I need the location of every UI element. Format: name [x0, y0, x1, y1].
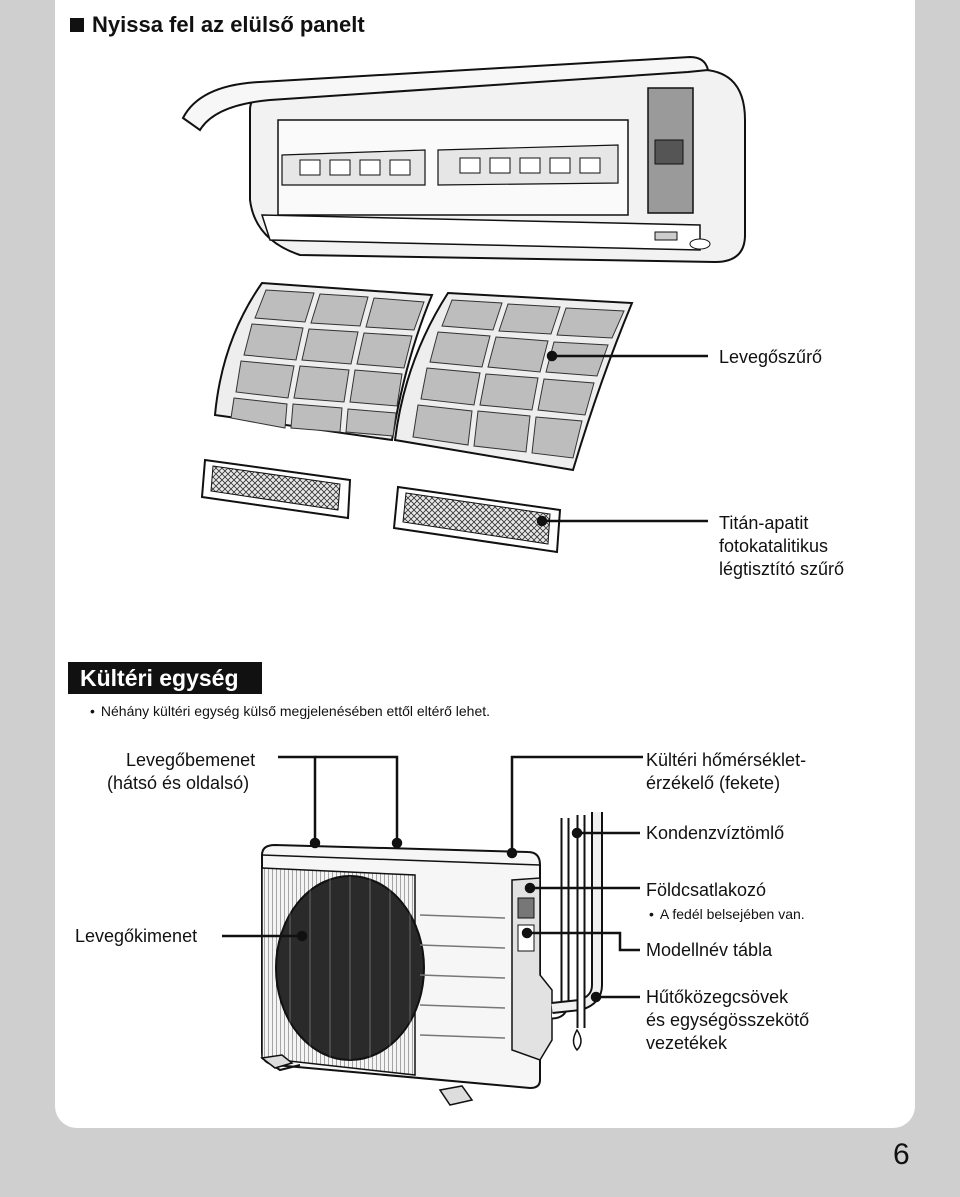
label-drain-hose: Kondenzvíztömlő [646, 822, 784, 845]
bullet-icon: • [90, 703, 95, 719]
label-air-inlet-2: (hátsó és oldalsó) [107, 772, 249, 795]
label-pipes-1: Hűtőközegcsövek [646, 986, 788, 1009]
page-number: 6 [893, 1138, 910, 1172]
titan-filter-left [202, 460, 350, 518]
label-temp-sensor-1: Kültéri hőmérséklet- [646, 749, 806, 772]
ground-note: • A fedél belsejében van. [649, 905, 805, 923]
outdoor-unit-drawing [262, 845, 552, 1105]
label-model-plate: Modellnév tábla [646, 939, 772, 962]
label-titan-filter-1: Titán-apatit [719, 512, 808, 535]
ground-note-text: A fedél belsejében van. [660, 906, 805, 922]
label-pipes-2: és egységösszekötő [646, 1009, 809, 1032]
outdoor-note-text: Néhány kültéri egység külső megjelenéséb… [101, 703, 490, 719]
outdoor-unit-banner: Kültéri egység [68, 662, 262, 694]
label-ground-terminal: Földcsatlakozó [646, 879, 766, 902]
label-air-filter: Levegőszűrő [719, 346, 822, 369]
label-temp-sensor-2: érzékelő (fekete) [646, 772, 780, 795]
titan-filter-right [394, 487, 560, 552]
air-filter-right [395, 293, 632, 470]
label-air-inlet-1: Levegőbemenet [126, 749, 255, 772]
label-titan-filter-2: fotokatalitikus [719, 535, 828, 558]
bullet-icon: • [649, 905, 654, 923]
label-titan-filter-3: légtisztító szűrő [719, 558, 844, 581]
indoor-unit-drawing [183, 57, 745, 262]
label-pipes-3: vezetékek [646, 1032, 727, 1055]
pipes-drawing [552, 812, 597, 1050]
label-air-outlet: Levegőkimenet [75, 925, 197, 948]
outdoor-note: • Néhány kültéri egység külső megjelenésé… [90, 703, 490, 719]
